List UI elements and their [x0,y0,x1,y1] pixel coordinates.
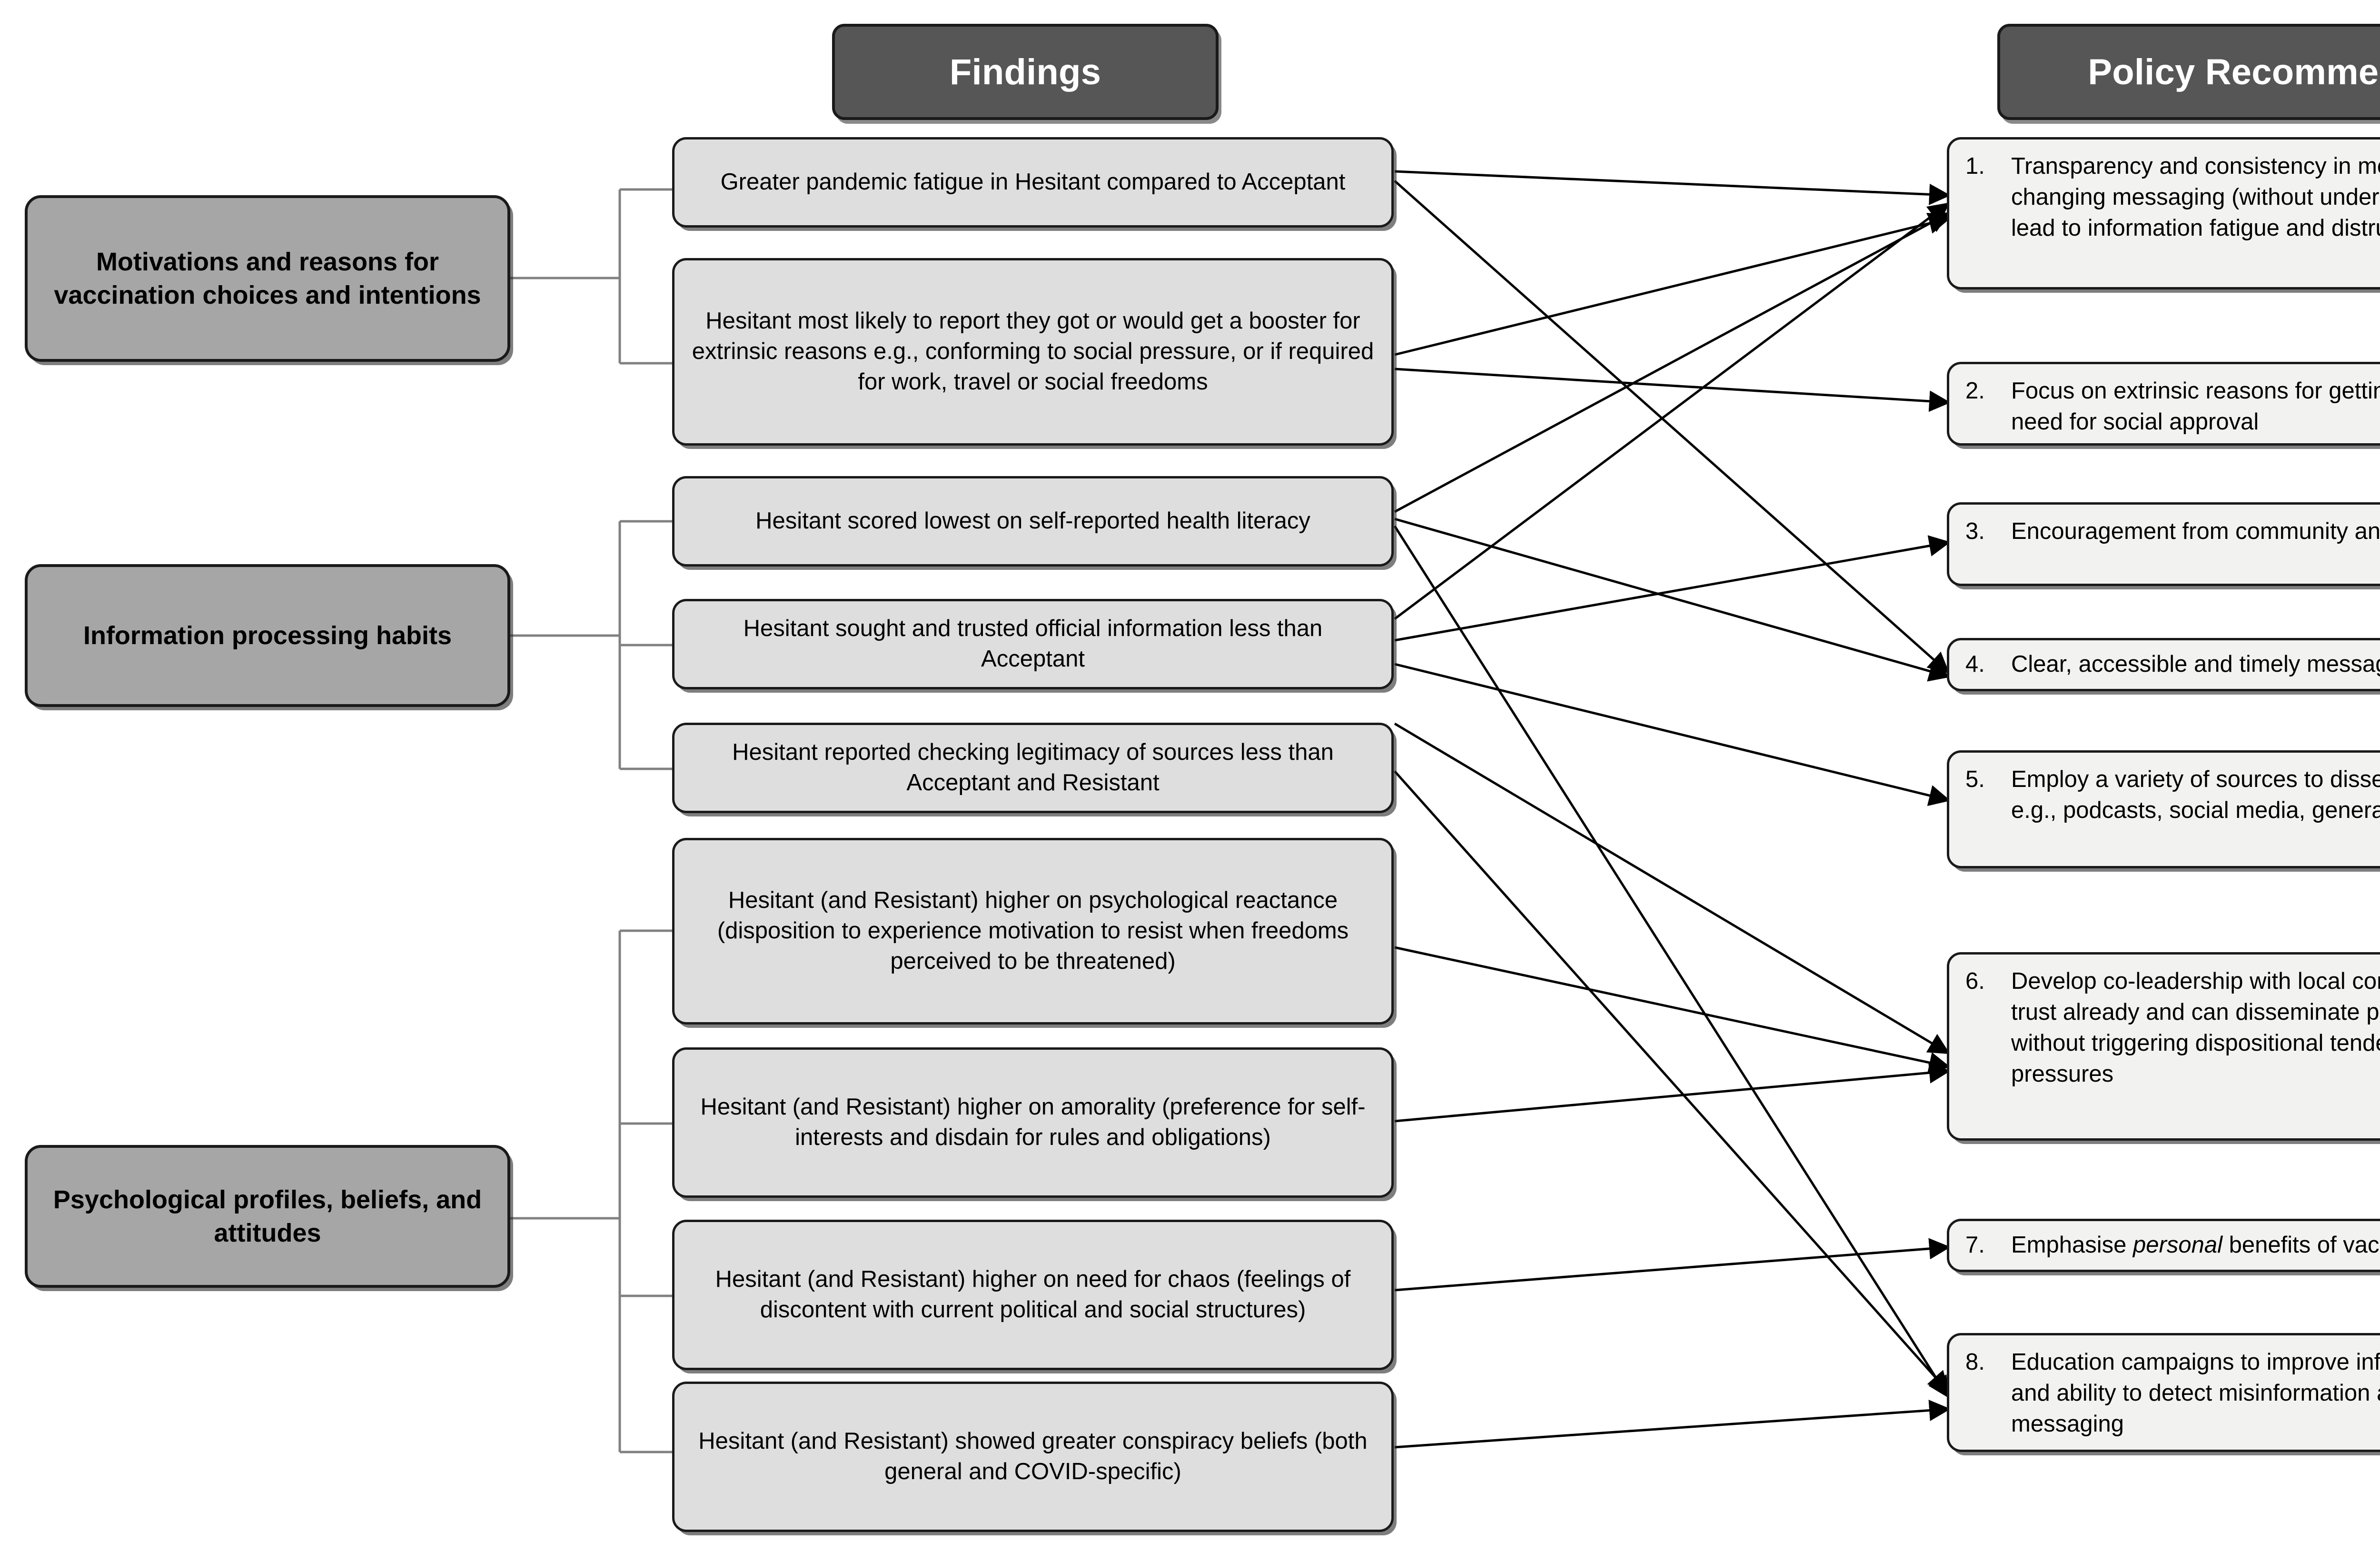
finding-text: Hesitant reported checking legitimacy of… [732,739,1334,796]
policy-number: 2. [1965,378,1985,404]
policy-text-before: Emphasise [2011,1232,2133,1258]
policy-text: Emphasise personal benefits of vaccinati… [2011,1230,2380,1261]
policy-box-3[interactable]: 3. Encouragement from community and comm… [1947,502,2380,586]
arrow-f7-p6 [1394,1062,1951,1123]
category-box-psychological[interactable]: Psychological profiles, beliefs, and att… [25,1145,510,1288]
policy-text-italic: personal [2133,1232,2222,1258]
finding-box-1[interactable]: Greater pandemic fatigue in Hesitant com… [672,137,1394,228]
finding-box-9[interactable]: Hesitant (and Resistant) showed greater … [672,1382,1394,1532]
policy-number: 5. [1965,766,1985,792]
policy-box-2[interactable]: 2. Focus on extrinsic reasons for gettin… [1947,362,2380,446]
policy-text: Develop co-leadership with local communi… [2011,968,2380,1087]
arrow-f5-p8 [1394,770,1950,1393]
policy-number: 3. [1965,518,1985,544]
policy-box-4[interactable]: 4. Clear, accessible and timely messages [1947,638,2380,691]
policy-box-8[interactable]: 8. Education campaigns to improve inform… [1947,1333,2380,1452]
finding-text: Hesitant (and Resistant) higher on need … [715,1266,1351,1323]
finding-text: Hesitant (and Resistant) showed greater … [698,1428,1368,1484]
policy-text: Clear, accessible and timely messages [2011,651,2380,677]
policy-number: 8. [1965,1349,1985,1375]
finding-policy-arrows [1393,170,1951,1449]
arrow-f4-p5 [1394,663,1951,806]
category-label: Motivations and reasons for vaccination … [54,247,481,309]
policy-text: Focus on extrinsic reasons for getting a… [2011,378,2380,435]
finding-box-6[interactable]: Hesitant (and Resistant) higher on psych… [672,838,1394,1025]
finding-box-2[interactable]: Hesitant most likely to report they got … [672,258,1394,446]
arrow-f9-p8 [1394,1400,1951,1449]
policy-box-7[interactable]: 7. Emphasise personal benefits of vaccin… [1947,1219,2380,1272]
finding-text: Hesitant sought and trusted official inf… [743,616,1323,672]
category-brackets [510,188,672,1453]
findings-header: Findings [832,24,1219,120]
arrow-f4-p1 [1394,202,1950,620]
finding-box-8[interactable]: Hesitant (and Resistant) higher on need … [672,1220,1394,1370]
finding-text: Greater pandemic fatigue in Hesitant com… [720,169,1346,195]
policy-text: Education campaigns to improve informati… [2011,1349,2380,1437]
finding-text: Hesitant most likely to report they got … [692,308,1374,395]
policy-number: 7. [1965,1232,1985,1258]
finding-box-5[interactable]: Hesitant reported checking legitimacy of… [672,723,1394,813]
policy-number: 1. [1965,153,1985,179]
arrow-f3-p4 [1394,517,1951,682]
findings-header-label: Findings [949,51,1101,92]
finding-text: Hesitant (and Resistant) higher on amora… [700,1094,1366,1150]
policy-text: Employ a variety of sources to dissemina… [2011,766,2380,824]
arrow-f3-p8 [1393,525,1949,1398]
finding-box-3[interactable]: Hesitant scored lowest on self-reported … [672,476,1394,567]
finding-box-7[interactable]: Hesitant (and Resistant) higher on amora… [672,1047,1394,1198]
arrow-f1-p4 [1394,180,1950,674]
arrow-f4-p3 [1394,535,1951,642]
policy-text: Encouragement from community and communi… [2011,518,2380,544]
arrow-f5-p6 [1394,722,1950,1055]
policy-number: 4. [1965,651,1985,677]
finding-text: Hesitant (and Resistant) higher on psych… [717,887,1349,974]
category-label: Psychological profiles, beliefs, and att… [53,1185,482,1247]
policy-box-1[interactable]: 1. Transparency and consistency in messa… [1947,137,2380,289]
finding-box-4[interactable]: Hesitant sought and trusted official inf… [672,599,1394,689]
policy-box-5[interactable]: 5. Employ a variety of sources to dissem… [1947,750,2380,868]
policy-text-after: benefits of vaccination [2229,1232,2380,1258]
category-label: Information processing habits [83,621,452,650]
policy-header: Policy Recommendations [1997,24,2380,120]
arrow-f3-p1 [1394,212,1951,513]
arrow-f2-p2 [1394,368,1951,412]
policy-box-6[interactable]: 6. Develop co-leadership with local comm… [1947,952,2380,1141]
policy-text: Transparency and consistency in messagin… [2011,153,2380,241]
arrow-f8-p7 [1394,1238,1951,1292]
finding-text: Hesitant scored lowest on self-reported … [755,508,1310,534]
policy-header-label: Policy Recommendations [2088,51,2380,92]
arrow-f6-p6 [1394,946,1951,1074]
category-box-motivations[interactable]: Motivations and reasons for vaccination … [25,195,510,362]
policy-number: 6. [1965,968,1985,994]
category-box-information-processing[interactable]: Information processing habits [25,564,510,707]
arrow-f1-p1 [1394,170,1951,205]
arrow-f2-p1 [1394,212,1951,356]
